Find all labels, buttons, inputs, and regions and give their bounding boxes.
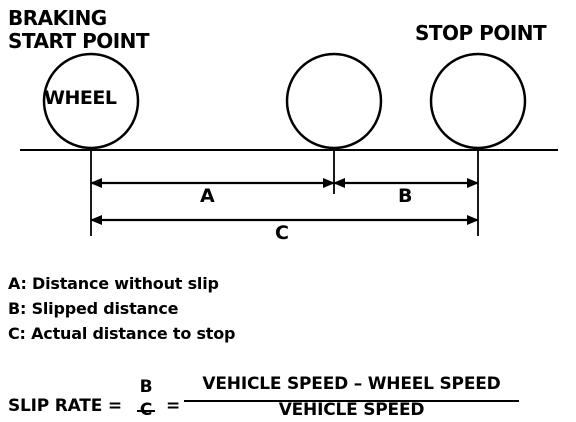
formula-numerator: VEHICLE SPEED – WHEEL SPEED: [202, 374, 501, 394]
braking-start-label-line2: START POINT: [8, 29, 150, 53]
stop-point-label: STOP POINT: [415, 21, 547, 45]
formula-denominator: VEHICLE SPEED: [278, 400, 425, 420]
formula-slip-rate-label: SLIP RATE =: [8, 396, 122, 416]
legend-a: A: Distance without slip: [8, 274, 219, 293]
legend-b: B: Slipped distance: [8, 299, 179, 318]
dimension-c-label: C: [275, 222, 289, 244]
wheel-stop: [429, 52, 527, 150]
formula-ratio-denominator: C: [139, 400, 153, 420]
dimension-b-label: B: [398, 185, 413, 207]
wheel-middle: [285, 52, 383, 150]
formula-ratio-numerator: B: [139, 377, 153, 397]
legend-c: C: Actual distance to stop: [8, 324, 236, 343]
braking-start-label-line1: BRAKING: [8, 6, 107, 30]
dimension-a-label: A: [200, 185, 215, 207]
formula-equals-sign: =: [166, 396, 181, 416]
wheel-start: [42, 52, 140, 150]
wheel-label: WHEEL: [44, 87, 117, 109]
